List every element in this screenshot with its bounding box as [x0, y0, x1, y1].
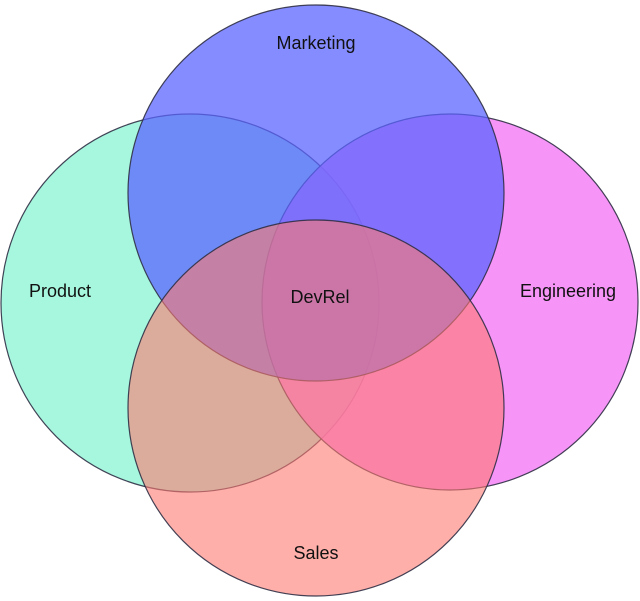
engineering-label: Engineering — [520, 281, 616, 301]
sales-circle — [127, 219, 505, 597]
product-label: Product — [29, 281, 91, 301]
devrel-label: DevRel — [290, 287, 349, 307]
sales-label: Sales — [293, 543, 338, 563]
marketing-label: Marketing — [276, 33, 355, 53]
